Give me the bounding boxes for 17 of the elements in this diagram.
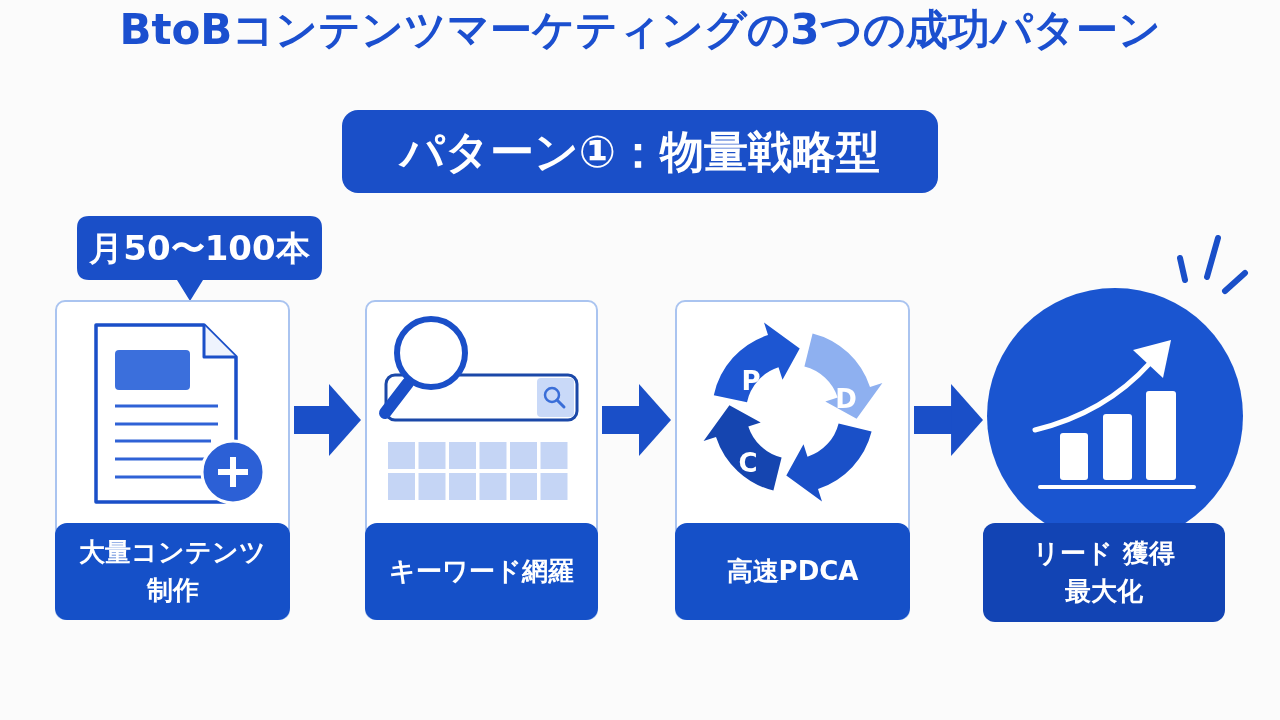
pattern-banner: パターン①：物量戦略型 bbox=[342, 110, 938, 193]
flow-arrow bbox=[914, 384, 984, 456]
step-label: 大量コンテンツ制作 bbox=[55, 523, 290, 620]
step-card bbox=[675, 300, 910, 620]
flow-arrow bbox=[602, 384, 671, 456]
step-card bbox=[55, 300, 290, 620]
flow-arrow bbox=[294, 384, 361, 456]
callout-bubble bbox=[77, 216, 322, 301]
step-label: リード 獲得最大化 bbox=[983, 523, 1225, 622]
callout-text: 月50〜100本 bbox=[88, 226, 311, 270]
cycle-letter: D bbox=[835, 386, 857, 412]
cycle-letter: P bbox=[741, 368, 761, 394]
step-label: キーワード網羅 bbox=[365, 523, 598, 620]
cycle-letter: C bbox=[738, 450, 758, 476]
step-card bbox=[365, 300, 598, 620]
title: BtoBコンテンツマーケティングの3つの成功パターン bbox=[119, 4, 1161, 56]
step-label: 高速PDCA bbox=[675, 523, 910, 620]
